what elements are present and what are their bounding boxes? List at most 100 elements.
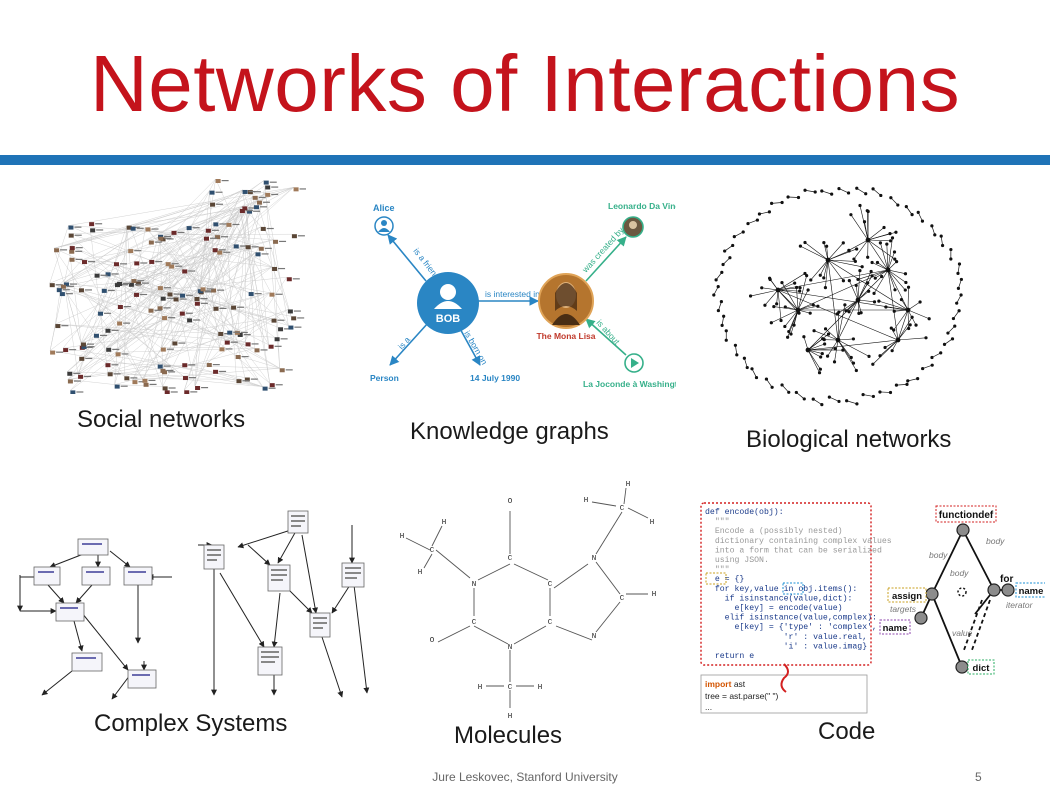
bio-node: [920, 219, 925, 223]
social-node-label: [245, 210, 253, 212]
social-edge: [194, 301, 219, 333]
bio-edge: [724, 245, 733, 252]
bio-edge: [807, 348, 836, 351]
social-network-image: [38, 172, 307, 395]
social-edge: [135, 227, 146, 282]
social-edge: [49, 225, 69, 284]
bio-node: [878, 354, 882, 358]
bio-edge: [807, 338, 823, 351]
node-label-joconde: La Joconde à Washington: [583, 379, 676, 389]
bio-node: [855, 247, 859, 251]
social-edge: [124, 225, 127, 377]
atom-c: C: [548, 581, 553, 589]
ast-node-functiondef: [956, 523, 970, 537]
bio-edge: [887, 269, 906, 291]
bio-node: [910, 315, 914, 319]
bio-edge: [837, 338, 854, 341]
social-node-label: [121, 353, 129, 355]
bio-node: [878, 241, 882, 245]
ast-node-name: [914, 611, 928, 625]
bio-edge: [849, 280, 859, 301]
code-line: into a form that can be serialized: [705, 545, 882, 555]
bio-node: [760, 286, 764, 290]
social-node: [269, 292, 275, 297]
social-edge: [68, 233, 249, 293]
atom-c: C: [430, 547, 435, 555]
social-node: [237, 332, 243, 337]
social-edge: [116, 185, 266, 283]
social-node-label: [99, 334, 107, 336]
bio-node: [861, 392, 865, 397]
social-edge: [135, 264, 170, 282]
bio-edge: [751, 368, 757, 378]
node-label-date: 14 July 1990: [470, 373, 520, 383]
social-node: [160, 368, 166, 373]
bio-node: [822, 241, 826, 245]
social-edge: [157, 228, 207, 307]
social-node-label: [200, 297, 208, 300]
social-node-label: [130, 377, 138, 379]
social-node-label: [253, 191, 261, 193]
biological-network-image: [708, 180, 970, 410]
social-node-label: [163, 287, 171, 289]
bio-edge: [807, 349, 821, 358]
social-node-label: [186, 294, 194, 296]
bio-node: [741, 230, 745, 234]
bio-node: [939, 351, 943, 355]
bio-node: [871, 187, 875, 191]
slide-title: Networks of Interactions: [89, 39, 961, 128]
bio-node: [888, 239, 893, 243]
bio-node: [910, 213, 914, 217]
bio-edge: [750, 289, 779, 297]
bio-hub: [775, 287, 781, 293]
social-node: [105, 363, 111, 368]
code-line: using JSON.: [705, 555, 769, 565]
social-edge: [135, 269, 183, 282]
social-node-label: [297, 317, 305, 319]
social-node-label: [201, 387, 209, 389]
social-node-label: [141, 282, 149, 284]
bio-edge: [922, 364, 933, 369]
bio-node: [728, 256, 732, 260]
bio-edge: [848, 239, 869, 251]
social-edge: [116, 250, 218, 283]
social-edge: [169, 226, 261, 265]
social-edge: [132, 248, 213, 381]
bio-node: [746, 221, 750, 226]
social-edge: [256, 200, 292, 317]
bio-node: [803, 271, 807, 276]
social-node: [126, 225, 132, 230]
atom-o: O: [430, 637, 435, 645]
atom-h: H: [442, 519, 447, 527]
social-node-label: [178, 342, 186, 344]
social-node: [239, 209, 245, 214]
bio-node: [894, 383, 899, 387]
social-edge: [77, 225, 127, 375]
page-number: 5: [975, 770, 982, 784]
social-node-label: [262, 201, 270, 203]
bio-node: [879, 193, 883, 198]
bio-node: [893, 288, 897, 292]
social-node-label: [113, 373, 121, 375]
atom-h: H: [626, 481, 631, 489]
edge-friend: [387, 234, 427, 282]
social-node: [224, 340, 230, 345]
bio-node: [853, 259, 857, 264]
bio-node: [714, 278, 718, 282]
social-node: [117, 281, 123, 286]
social-edge: [81, 259, 115, 263]
bio-node: [826, 332, 831, 336]
bio-node: [889, 326, 893, 330]
bio-node: [796, 195, 801, 200]
bio-node: [723, 249, 727, 253]
social-edge: [128, 180, 264, 283]
bio-edge: [807, 349, 821, 370]
bio-edge: [769, 278, 779, 291]
social-node: [49, 283, 55, 288]
social-node-label: [219, 307, 227, 310]
social-node: [212, 248, 218, 253]
bio-edge: [766, 378, 773, 388]
bio-node: [724, 329, 728, 333]
social-edge: [97, 209, 248, 312]
social-node-label: [190, 391, 198, 393]
